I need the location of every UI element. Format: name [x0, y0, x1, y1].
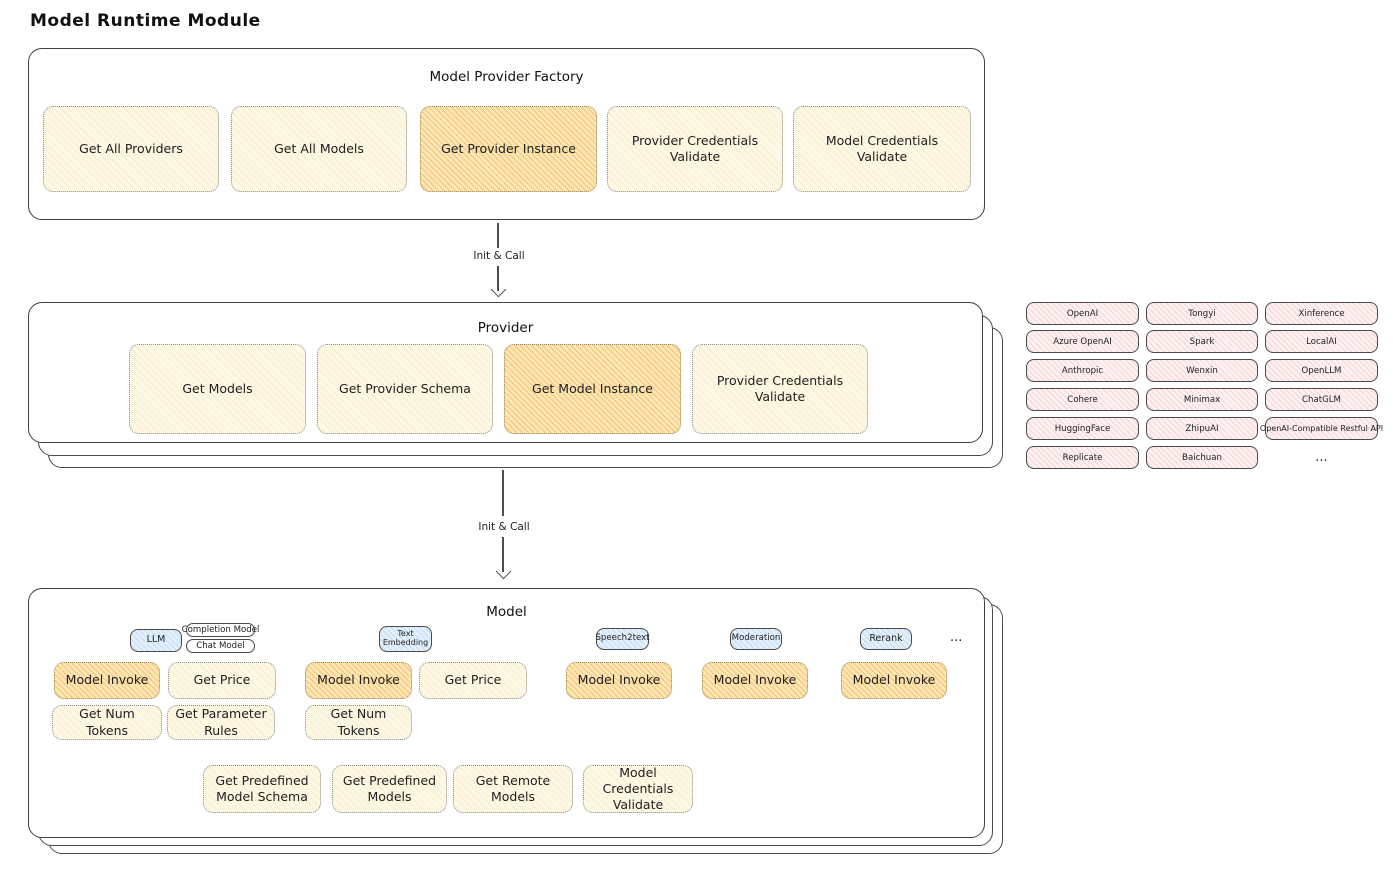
- tabs-ellipsis: ...: [950, 630, 963, 645]
- provider-cell-tongyi: Tongyi: [1146, 302, 1258, 325]
- op-provider-credentials-validate-2: Provider Credentials Validate: [692, 344, 868, 434]
- init-call-arrow-1-line2: [497, 266, 499, 291]
- provider-cell-cohere: Cohere: [1026, 388, 1139, 411]
- op-model-invoke-llm: Model Invoke: [54, 662, 160, 699]
- tab-moderation: Moderation: [730, 628, 782, 650]
- op-get-predefined-models: Get Predefined Models: [332, 765, 447, 813]
- op-get-remote-models: Get Remote Models: [453, 765, 573, 813]
- providers-ellipsis: ...: [1315, 450, 1328, 465]
- op-provider-credentials-validate: Provider Credentials Validate: [607, 106, 783, 192]
- op-get-provider-schema: Get Provider Schema: [317, 344, 493, 434]
- init-call-arrow-2-line: [502, 470, 504, 516]
- provider-cell-replicate: Replicate: [1026, 446, 1139, 469]
- arrow-down-icon: [490, 281, 507, 298]
- op-model-invoke-moderation: Model Invoke: [702, 662, 808, 699]
- tab-speech2text: Speech2text: [595, 628, 650, 650]
- provider-cell-wenxin: Wenxin: [1146, 359, 1258, 382]
- op-get-price-text-embedding: Get Price: [419, 662, 527, 699]
- provider-cell-openai-compatible: OpenAI-Compatible Restful API: [1260, 417, 1383, 440]
- provider-cell-minimax: Minimax: [1146, 388, 1258, 411]
- init-call-arrow-1-line: [497, 223, 499, 248]
- provider-title: Provider: [477, 320, 534, 336]
- op-model-invoke-text-embedding: Model Invoke: [305, 662, 412, 699]
- provider-cell-huggingface: HuggingFace: [1026, 417, 1139, 440]
- op-model-invoke-rerank: Model Invoke: [841, 662, 947, 699]
- tab-llm: LLM: [130, 629, 182, 652]
- factory-title: Model Provider Factory: [429, 69, 584, 85]
- provider-cell-spark: Spark: [1146, 330, 1258, 353]
- op-get-all-providers: Get All Providers: [43, 106, 219, 192]
- init-call-arrow-1-label: Init & Call: [473, 250, 525, 262]
- op-get-all-models: Get All Models: [231, 106, 407, 192]
- provider-cell-chatglm: ChatGLM: [1265, 388, 1378, 411]
- tab-rerank: Rerank: [860, 628, 912, 650]
- op-model-invoke-speech2text: Model Invoke: [566, 662, 672, 699]
- op-get-num-tokens-text-embedding: Get Num Tokens: [305, 705, 412, 740]
- arrow-down-icon-2: [495, 563, 512, 580]
- provider-cell-openai: OpenAI: [1026, 302, 1139, 325]
- provider-cell-localai: LocalAI: [1265, 330, 1378, 353]
- op-get-models: Get Models: [129, 344, 306, 434]
- op-get-parameter-rules: Get Parameter Rules: [167, 705, 275, 740]
- provider-cell-azure-openai: Azure OpenAI: [1026, 330, 1139, 353]
- op-model-credentials-validate: Model Credentials Validate: [793, 106, 971, 192]
- init-call-arrow-2-label: Init & Call: [478, 521, 530, 533]
- op-get-provider-instance: Get Provider Instance: [420, 106, 597, 192]
- op-model-credentials-validate-2: Model Credentials Validate: [583, 765, 693, 813]
- provider-cell-baichuan: Baichuan: [1146, 446, 1258, 469]
- provider-cell-openllm: OpenLLM: [1265, 359, 1378, 382]
- init-call-arrow-2-line2: [502, 537, 504, 572]
- tab-chat-model: Chat Model: [186, 639, 255, 653]
- provider-cell-xinference: Xinference: [1265, 302, 1378, 325]
- op-get-model-instance: Get Model Instance: [504, 344, 681, 434]
- provider-cell-zhipuai: ZhipuAI: [1146, 417, 1258, 440]
- page-title: Model Runtime Module: [30, 11, 261, 31]
- tab-text-embedding: Text Embedding: [379, 626, 432, 652]
- provider-cell-anthropic: Anthropic: [1026, 359, 1139, 382]
- op-get-price-llm: Get Price: [168, 662, 276, 699]
- op-get-num-tokens-llm: Get Num Tokens: [52, 705, 162, 740]
- tab-completion-model: Completion Model: [181, 623, 260, 637]
- model-title: Model: [486, 604, 527, 620]
- op-get-predefined-model-schema: Get Predefined Model Schema: [203, 765, 321, 813]
